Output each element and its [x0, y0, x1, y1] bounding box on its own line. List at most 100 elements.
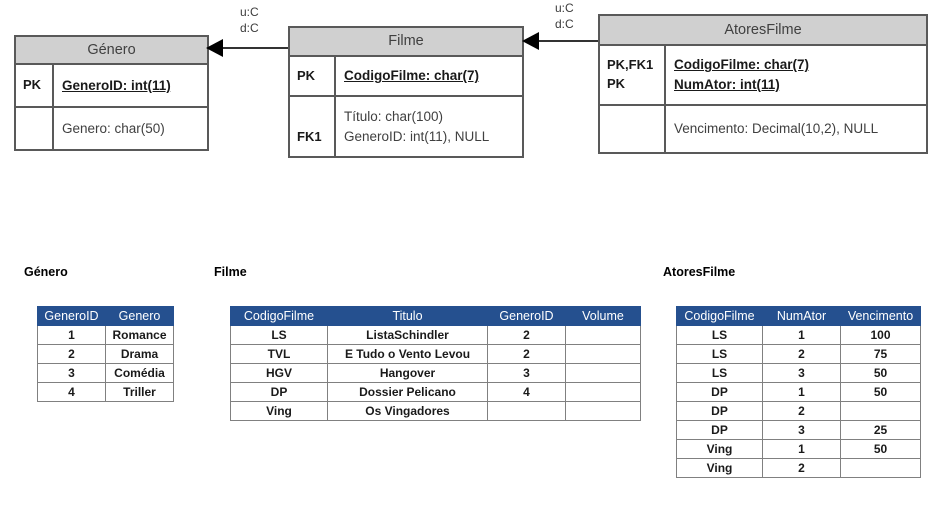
table-cell[interactable]: 75	[840, 344, 921, 364]
table-cell[interactable]	[565, 363, 641, 383]
table-cell[interactable]	[565, 325, 641, 345]
table-cell[interactable]: 50	[840, 382, 921, 402]
table-cell[interactable]: 2	[762, 458, 841, 478]
table-cell[interactable]: 2	[762, 401, 841, 421]
table-cell[interactable]: DP	[676, 382, 763, 402]
table-cell[interactable]: DP	[676, 401, 763, 421]
entity-atoresfilme[interactable]: AtoresFilme PK,FK1 PK CodigoFilme: char(…	[598, 14, 928, 154]
connector-filme-genero-labels: u:C d:C	[240, 4, 259, 36]
column-header-numator[interactable]: NumAtor	[762, 306, 841, 326]
table-cell[interactable]	[565, 344, 641, 364]
table-cell[interactable]: 2	[762, 344, 841, 364]
column-header-codigofilme[interactable]: CodigoFilme	[230, 306, 328, 326]
column-header-vencimento[interactable]: Vencimento	[840, 306, 921, 326]
table-cell[interactable]: 3	[37, 363, 106, 383]
table-cell[interactable]: DP	[230, 382, 328, 402]
table-cell[interactable]: 4	[487, 382, 566, 402]
column-header-genero[interactable]: Genero	[105, 306, 174, 326]
table-cell[interactable]	[487, 401, 566, 421]
table-cell[interactable]: 1	[762, 382, 841, 402]
column-header-volume[interactable]: Volume	[565, 306, 641, 326]
table-cell[interactable]: LS	[676, 325, 763, 345]
entity-atoresfilme-row-pk-fields: CodigoFilme: char(7) NumAtor: int(11)	[666, 46, 817, 104]
entity-filme-row-pk-fields: CodigoFilme: char(7)	[336, 57, 487, 95]
table-cell[interactable]: 1	[762, 325, 841, 345]
table-cell[interactable]: LS	[676, 363, 763, 383]
table-cell[interactable]: LS	[230, 325, 328, 345]
table-cell[interactable]: DP	[676, 420, 763, 440]
table-cell[interactable]	[565, 401, 641, 421]
entity-atoresfilme-row-pk: PK,FK1 PK CodigoFilme: char(7) NumAtor: …	[600, 46, 926, 104]
entity-genero[interactable]: Género PK GeneroID: int(11) Genero: char…	[14, 35, 209, 151]
table-cell[interactable]: Drama	[105, 344, 174, 364]
column-header-codigofilme[interactable]: CodigoFilme	[676, 306, 763, 326]
table-cell[interactable]: Ving	[676, 458, 763, 478]
table-cell[interactable]: LS	[676, 344, 763, 364]
table-cell[interactable]: Romance	[105, 325, 174, 345]
column-header-generoid[interactable]: GeneroID	[37, 306, 106, 326]
table-cell[interactable]: Os Vingadores	[327, 401, 488, 421]
table-cell[interactable]: 50	[840, 439, 921, 459]
table-cell[interactable]: ListaSchindler	[327, 325, 488, 345]
table-cell[interactable]: Triller	[105, 382, 174, 402]
connector-atoresfilme-filme-update-rule: u:C	[555, 1, 574, 15]
table-cell[interactable]: 1	[762, 439, 841, 459]
table-cell[interactable]: 2	[487, 344, 566, 364]
entity-genero-row-attrs: Genero: char(50)	[16, 106, 207, 149]
table-cell[interactable]: Dossier Pelicano	[327, 382, 488, 402]
table-cell[interactable]: 100	[840, 325, 921, 345]
table-cell[interactable]: 2	[37, 344, 106, 364]
table-cell[interactable]: Ving	[230, 401, 328, 421]
table-cell[interactable]: Hangover	[327, 363, 488, 383]
table-cell[interactable]: 25	[840, 420, 921, 440]
table-cell[interactable]: E Tudo o Vento Levou	[327, 344, 488, 364]
column-header-titulo[interactable]: Titulo	[327, 306, 488, 326]
table-cell[interactable]: 4	[37, 382, 106, 402]
entity-atoresfilme-row-attrs: Vencimento: Decimal(10,2), NULL	[600, 104, 926, 152]
table-cell[interactable]	[565, 382, 641, 402]
table-cell[interactable]: TVL	[230, 344, 328, 364]
connector-filme-genero-arrowhead	[206, 39, 223, 57]
column-header-generoid[interactable]: GeneroID	[487, 306, 566, 326]
table-cell[interactable]: 1	[37, 325, 106, 345]
entity-atoresfilme-row-attrs-key	[600, 106, 666, 152]
table-cell[interactable]: 2	[487, 325, 566, 345]
table-cell[interactable]: Ving	[676, 439, 763, 459]
entity-atoresfilme-row-attrs-fields: Vencimento: Decimal(10,2), NULL	[666, 106, 886, 152]
table-cell[interactable]	[840, 401, 921, 421]
table-cell[interactable]	[840, 458, 921, 478]
table-cell[interactable]: HGV	[230, 363, 328, 383]
table-cell[interactable]: 3	[487, 363, 566, 383]
entity-genero-row-attrs-fields: Genero: char(50)	[54, 108, 173, 149]
entity-filme[interactable]: Filme PK CodigoFilme: char(7) FK1 Título…	[288, 26, 524, 158]
field-codigofilme: CodigoFilme: char(7)	[344, 68, 480, 84]
table-cell[interactable]: Comédia	[105, 363, 174, 383]
table-cell[interactable]: 3	[762, 420, 841, 440]
data-table-genero-title: Género	[24, 265, 68, 279]
table-cell[interactable]: 50	[840, 363, 921, 383]
table-cell[interactable]: 3	[762, 363, 841, 383]
entity-genero-row-pk-fields: GeneroID: int(11)	[54, 65, 179, 106]
